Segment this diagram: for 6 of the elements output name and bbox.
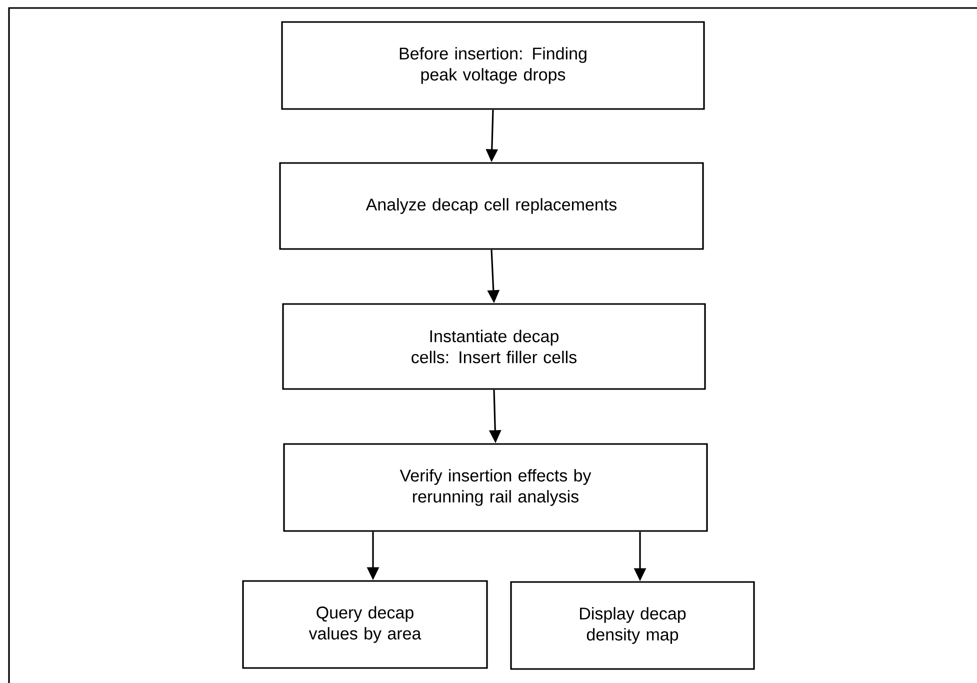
- process-box: Instantiate decap cells: Insert filler cells: [282, 303, 706, 390]
- process-box: Analyze decap cell replacements: [279, 162, 704, 250]
- process-box: Before insertion: Finding peak voltage drops: [281, 21, 705, 110]
- process-box: Verify insertion effects by rerunning rail analysis: [283, 443, 708, 532]
- process-box: Display decap density map: [510, 581, 755, 670]
- process-box: Query decap values by area: [242, 580, 488, 669]
